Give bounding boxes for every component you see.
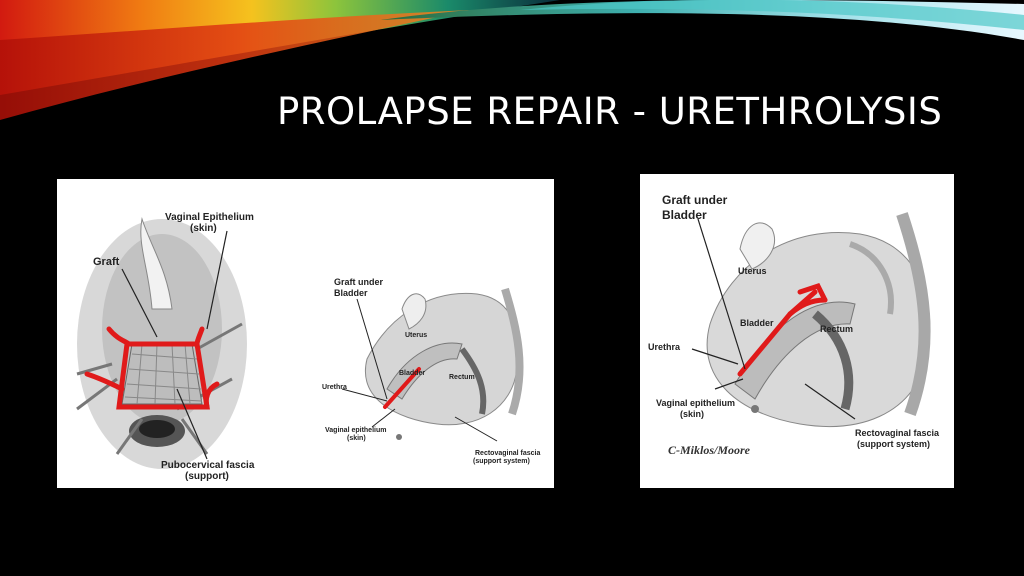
label-right-uterus: Uterus: [738, 266, 767, 276]
left-illustration: Vaginal Epithelium (skin) Graft Pubocerv…: [76, 212, 540, 482]
label-right-graft-under: Graft under: [662, 193, 728, 207]
left-illustration-panel: Vaginal Epithelium (skin) Graft Pubocerv…: [57, 179, 554, 488]
side-leader-lines: [341, 298, 498, 442]
label-pubocervical-fascia: Pubocervical fascia: [161, 460, 255, 471]
label-side-vaginal-epithelium: Vaginal epithelium: [325, 427, 386, 434]
label-side-rectum: Rectum: [449, 374, 475, 381]
banner-swoosh-red: [0, 10, 470, 120]
side-view-anatomy: [365, 287, 524, 440]
label-pubocervical-fascia-sub: (support): [185, 471, 229, 482]
illustrator-signature: C-Miklos/Moore: [668, 443, 751, 457]
slide-title: PROLAPSE REPAIR - URETHROLYSIS: [277, 90, 943, 133]
banner-swoosh-teal: [520, 0, 1024, 30]
label-right-urethra: Urethra: [648, 342, 681, 352]
label-side-bladder: Bladder: [399, 370, 425, 377]
graft-mesh: [121, 343, 203, 405]
label-side-uterus: Uterus: [405, 332, 427, 339]
graft-red-outline: [84, 326, 220, 410]
label-vaginal-epithelium-sub: (skin): [190, 223, 217, 234]
right-anatomy: [706, 212, 931, 427]
label-right-bladder-heading: Bladder: [662, 208, 707, 222]
label-vaginal-epithelium: Vaginal Epithelium: [165, 212, 254, 223]
side-graft-line: [383, 367, 421, 409]
right-leader-lines: [691, 218, 856, 420]
decorative-banner: [0, 0, 1024, 120]
label-right-vaginal-epithelium: Vaginal epithelium: [656, 398, 735, 408]
label-right-rectum: Rectum: [820, 324, 853, 334]
label-graft: Graft: [93, 256, 120, 268]
label-right-rectovaginal-fascia: Rectovaginal fascia: [855, 428, 940, 438]
label-side-rectovaginal-fascia-sub: (support system): [473, 458, 530, 465]
label-side-graft-under: Graft under: [334, 277, 384, 287]
front-leader-lines: [121, 230, 228, 460]
banner-swoosh-warm: [0, 0, 560, 95]
label-right-rectovaginal-fascia-sub: (support system): [857, 439, 930, 449]
label-right-vaginal-epithelium-sub: (skin): [680, 409, 704, 419]
label-side-bladder-heading: Bladder: [334, 288, 368, 298]
label-side-vaginal-epithelium-sub: (skin): [347, 435, 366, 442]
right-illustration: Graft under Bladder Uterus Bladder Rectu…: [648, 193, 940, 457]
right-illustration-panel: Graft under Bladder Uterus Bladder Rectu…: [640, 174, 954, 488]
label-side-urethra: Urethra: [322, 384, 347, 391]
label-side-rectovaginal-fascia: Rectovaginal fascia: [475, 450, 540, 457]
label-right-bladder: Bladder: [740, 318, 774, 328]
right-graft-red-line: [737, 282, 828, 377]
